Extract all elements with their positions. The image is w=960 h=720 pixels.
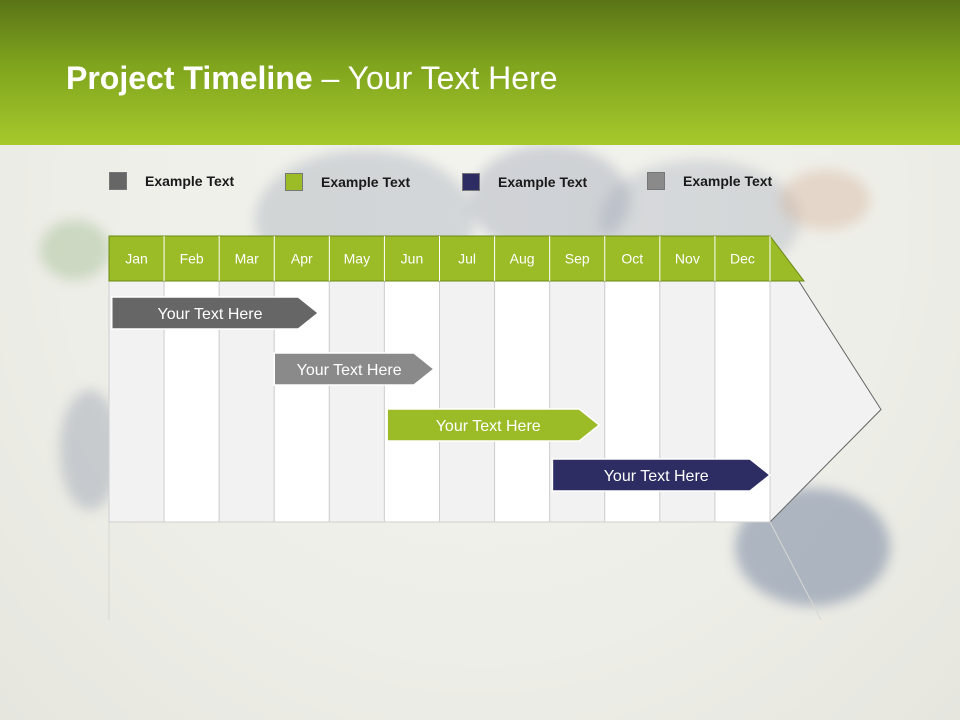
legend-swatch — [109, 172, 127, 190]
task-label: Your Text Here — [436, 418, 541, 435]
month-label: Aug — [510, 251, 535, 267]
month-label: Nov — [675, 251, 700, 267]
month-label: Jul — [458, 251, 476, 267]
task-bar: Your Text Here — [111, 296, 320, 330]
month-label: Jan — [125, 251, 148, 267]
title-bar: Project Timeline – Your Text Here — [0, 0, 960, 145]
month-label: Mar — [235, 251, 259, 267]
task-bar: Your Text Here — [386, 408, 601, 442]
leaf-blur — [780, 170, 870, 230]
task-arrow — [273, 352, 436, 386]
legend-label: Example Text — [498, 174, 588, 190]
month-label: Apr — [291, 251, 313, 267]
slide-title: Project Timeline – Your Text Here — [66, 60, 558, 97]
legend-label: Example Text — [321, 174, 411, 190]
legend-item: Example Text — [647, 171, 772, 191]
legend-swatch — [285, 173, 303, 191]
legend-label: Example Text — [683, 173, 773, 189]
task-label: Your Text Here — [158, 306, 263, 323]
legend-item: Example Text — [462, 172, 587, 192]
legend-swatch — [647, 172, 665, 190]
month-column — [328, 280, 385, 523]
slide-title-rest: – Your Text Here — [312, 60, 558, 96]
month-label: Feb — [180, 251, 204, 267]
task-bar: Your Text Here — [273, 352, 436, 386]
leaf-blur — [40, 220, 110, 280]
task-bar: Your Text Here — [551, 458, 772, 492]
month-label: Sep — [565, 251, 590, 267]
task-label: Your Text Here — [604, 468, 709, 485]
task-arrow — [386, 408, 601, 442]
slide-title-bold: Project Timeline — [66, 60, 313, 96]
legend-item: Example Text — [109, 171, 234, 191]
month-label: Jun — [401, 251, 424, 267]
task-arrow — [111, 296, 320, 330]
task-arrow — [551, 458, 772, 492]
month-column — [383, 280, 440, 523]
month-label: May — [344, 251, 370, 267]
month-column — [439, 280, 496, 523]
month-label: Dec — [730, 251, 755, 267]
month-column — [494, 280, 551, 523]
legend-label: Example Text — [145, 173, 235, 189]
task-label: Your Text Here — [297, 362, 402, 379]
reflection-line — [769, 521, 822, 621]
legend-item: Example Text — [285, 172, 410, 192]
legend-swatch — [462, 173, 480, 191]
month-label: Oct — [621, 251, 643, 267]
